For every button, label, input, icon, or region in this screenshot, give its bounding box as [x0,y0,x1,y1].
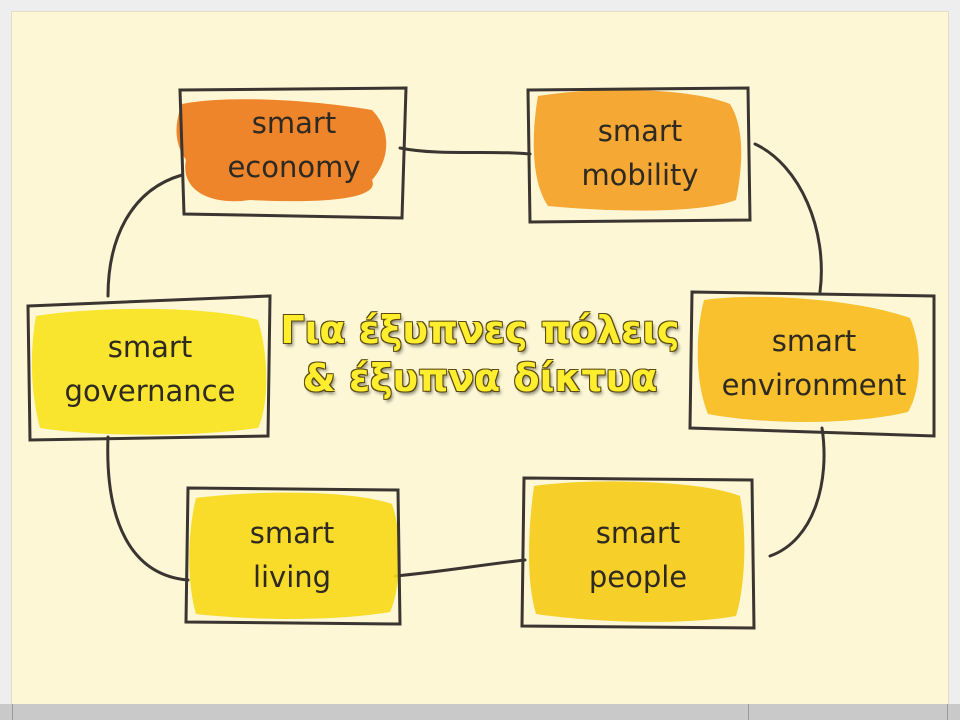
mobility-label: smart mobility [540,110,740,197]
governance-label-line2: governance [64,373,236,408]
environment-label-line1: smart [771,324,857,358]
connector-lines [106,142,826,582]
environment-label-line2: environment [721,367,907,402]
node-smart-environment [688,290,936,438]
economy-label-line2: economy [227,149,361,184]
connector-economy-mobility [398,146,532,156]
slide-title-line1: Για έξυπνες πόλεις [280,308,680,352]
slide-title: Για έξυπνες πόλεις & έξυπνα δίκτυα [250,306,710,402]
economy-box-outline [178,86,408,220]
connector-living-governance [106,435,190,582]
economy-label: smart economy [196,102,392,189]
economy-label-line1: smart [251,106,337,140]
bottom-frame-divider [748,704,749,720]
mobility-label-line2: mobility [581,157,699,192]
people-box-outline [520,476,756,630]
governance-label-line1: smart [107,330,193,364]
node-smart-people [520,476,756,630]
node-smart-economy [176,86,408,220]
environment-box-outline [688,290,936,438]
connector-mobility-environment [753,142,823,294]
connector-environment-people [768,426,826,558]
bottom-frame-band [0,704,960,720]
living-box-outline [184,486,402,626]
living-label: smart living [192,512,392,599]
people-label: smart people [530,512,746,599]
people-label-line1: smart [595,516,681,550]
bottom-frame-divider [947,704,948,720]
connector-governance-economy [106,173,184,298]
mobility-box-outline [526,86,752,224]
living-label-line2: living [252,559,332,594]
node-smart-living [184,486,402,626]
node-smart-mobility [526,86,752,224]
node-smart-governance [26,294,272,442]
mobility-highlight [533,89,742,211]
connector-people-living [393,558,527,578]
environment-highlight [697,296,919,422]
governance-label: smart governance [36,326,264,413]
economy-highlight [176,99,387,202]
governance-highlight [31,308,267,435]
governance-box-outline [26,294,272,442]
mobility-label-line1: smart [597,114,683,148]
environment-label: smart environment [700,320,928,407]
slide-title-line2: & έξυπνα δίκτυα [302,356,658,400]
bottom-frame-divider [12,704,13,720]
living-highlight [189,492,400,619]
people-label-line2: people [588,559,688,594]
people-highlight [529,481,745,622]
living-label-line1: smart [249,516,335,550]
